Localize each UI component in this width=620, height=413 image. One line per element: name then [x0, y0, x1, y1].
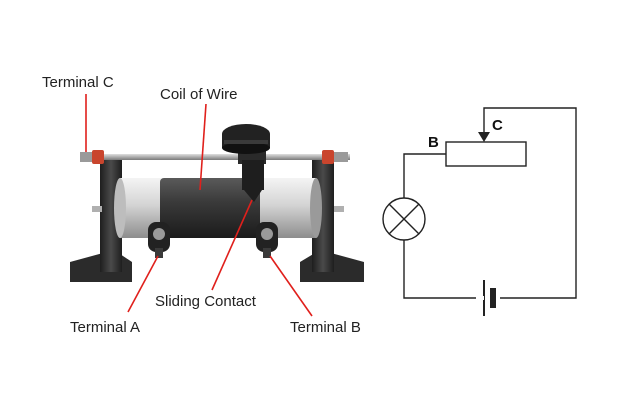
lamp-icon: [382, 197, 426, 241]
circuit-diagram: [403, 107, 577, 299]
leader-terminal-a: [127, 255, 159, 313]
left-base-bracket: [70, 154, 132, 282]
label-terminal-a: Terminal A: [70, 319, 140, 336]
circuit-label-b: B: [428, 134, 439, 151]
label-sliding-contact: Sliding Contact: [155, 293, 257, 310]
leader-coil: [199, 103, 207, 191]
battery-icon: [476, 280, 496, 316]
leader-lines: [85, 94, 313, 317]
sliding-contact: [222, 124, 270, 202]
terminal-a-clamp: [148, 222, 170, 258]
wire-lamp-to-bottom: [403, 240, 476, 299]
label-terminal-c: Terminal C: [42, 74, 114, 91]
circuit-label-c: C: [492, 117, 503, 134]
leader-terminal-b: [269, 255, 313, 317]
wire-b-to-lamp: [403, 153, 446, 198]
leader-sliding-contact: [211, 199, 253, 291]
label-coil-of-wire: Coil of Wire: [160, 86, 238, 103]
slider-rod: [82, 154, 350, 160]
wire-battery-to-c: [483, 107, 577, 299]
rheostat-device: [70, 124, 364, 282]
coil-of-wire: [160, 178, 260, 238]
label-terminal-b: Terminal B: [290, 319, 361, 336]
terminal-c-nut: [92, 150, 104, 164]
rod-right-nut: [322, 150, 334, 164]
terminal-b-clamp: [256, 222, 278, 258]
arrow-head-icon: [478, 132, 490, 142]
rheostat-resistor-icon: [445, 141, 527, 167]
